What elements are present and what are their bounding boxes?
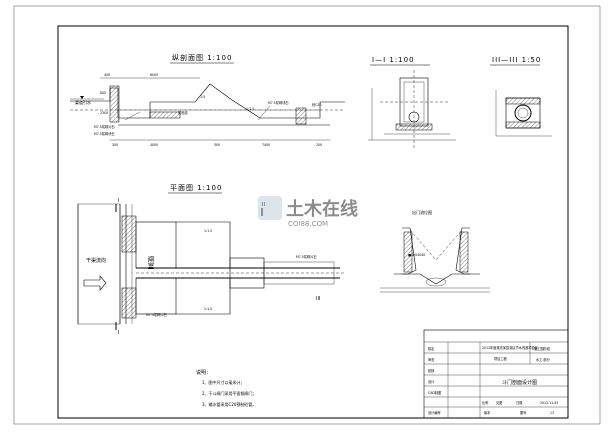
section1-title: I—I 1:100: [372, 56, 415, 64]
tb-drawing-name: 斗门剖面设计图: [502, 379, 537, 386]
dim-top-1: 400: [104, 73, 110, 77]
tb-project2: 项目工程: [494, 356, 508, 361]
tb-design-no: 设计编号: [428, 410, 441, 415]
label-masonry-1: M7.5浆砌片石: [94, 124, 115, 129]
canal-flow-label: 干渠流向: [86, 257, 106, 264]
inner-border: [57, 25, 569, 419]
structure-label: 闸室: [146, 256, 154, 269]
note-2: 2、干斗闸门采用平面钢闸门；: [202, 390, 257, 396]
dim-bottom-3: 300: [214, 143, 220, 147]
section-3-3: III—III 1:50: [490, 56, 552, 137]
tb-cad: CAD制图: [428, 390, 441, 395]
label-masonry-3: M7.5浆砌块石: [268, 100, 289, 105]
tb-revision-label: 版本: [484, 410, 491, 415]
note-3: 3、输水管采用C20预制砼管。: [202, 401, 256, 407]
tb-project: 2012年度某省某县灌区节水改造项目区: [482, 345, 539, 350]
tb-discipline: 水工 部分: [536, 357, 551, 362]
tb-date-label: 日期: [516, 400, 522, 405]
tb-design: 设计: [428, 379, 435, 384]
plan-masonry-2: M7.5浆砌片石: [296, 254, 317, 259]
label-slope-1: 1:5: [200, 95, 205, 99]
outlet-detail: 出门流位图 ■4004040: [380, 209, 490, 293]
plan-view: 平面图 1:100 干渠流向 闸室 1:1.5 1:1.5 M7.5浆砌片石 M…: [77, 184, 345, 336]
plan-slope-2: 1:1.5: [204, 307, 212, 311]
longitudinal-section: 纵剖面图 1:100 渠道引水 400 6000 300 4000 300 74…: [70, 53, 345, 147]
tb-review: 审查: [428, 357, 435, 362]
dim-left-1: 800: [100, 91, 106, 95]
plan-title: 平面图 1:100: [170, 184, 222, 192]
section3-title: III—III 1:50: [492, 56, 541, 64]
outlet-dim: ■4004040: [408, 253, 425, 257]
svg-text:土木在线: 土木在线: [286, 198, 358, 220]
plan-slope-1: 1:1.5: [204, 229, 212, 233]
tb-scale-value: 见图: [496, 401, 502, 405]
label-canal-bottom: 渠底线: [178, 110, 188, 115]
plan-masonry-1: M7.5浆砌片石: [146, 312, 167, 317]
dim-bottom-5: 200: [316, 143, 322, 147]
notes-block: 说明： 1、图中尺寸以毫米计； 2、干斗闸门采用平面钢闸门； 3、输水管采用C2…: [196, 369, 257, 407]
flow-arrow-icon: [83, 275, 107, 291]
section-mark-i-top: I: [118, 198, 119, 204]
tb-stage: 施工图阶段: [534, 346, 551, 351]
outlet-title: 出门流位图: [412, 209, 432, 215]
dim-bottom-1: 300: [112, 143, 118, 147]
section-1-1: I—I 1:100: [368, 56, 456, 150]
watermark-logo: 土木在线 COI88.COM: [258, 196, 358, 228]
dim-bottom-2: 4000: [150, 143, 158, 147]
tb-drawing-no-label: 图号: [520, 410, 526, 415]
svg-text:COI88.COM: COI88.COM: [288, 220, 328, 228]
dim-left-2: 2300: [100, 111, 108, 115]
tb-approve: 核定: [428, 346, 435, 351]
section-mark-iii: III: [316, 296, 320, 302]
notes-heading: 说明：: [196, 369, 211, 376]
dim-bottom-4: 7400: [262, 143, 270, 147]
upstream-label: 渠道引水: [75, 99, 91, 105]
section-mark-i-bottom: I: [118, 330, 119, 336]
outer-border: [13, 5, 601, 425]
label-slope-2: 1:1.5: [246, 107, 254, 111]
label-concrete: 砼C20: [312, 102, 321, 107]
label-masonry-2: M7.5浆砌块石: [94, 131, 115, 136]
section-mark-ii: II: [262, 202, 265, 208]
tb-scale-label: 比例: [482, 400, 488, 405]
tb-drawing-no: 13: [550, 411, 554, 415]
tb-date-value: 2012.11.05: [540, 401, 558, 405]
tb-check: 校核: [428, 368, 435, 373]
title-block: 核定 审查 校核 设计 CAD制图 设计编号 2012年度某省某县灌区节水改造项…: [423, 329, 569, 419]
note-1: 1、图中尺寸以毫米计；: [202, 379, 245, 385]
longitudinal-title: 纵剖面图 1:100: [172, 53, 232, 62]
dim-top-2: 6000: [150, 73, 158, 77]
